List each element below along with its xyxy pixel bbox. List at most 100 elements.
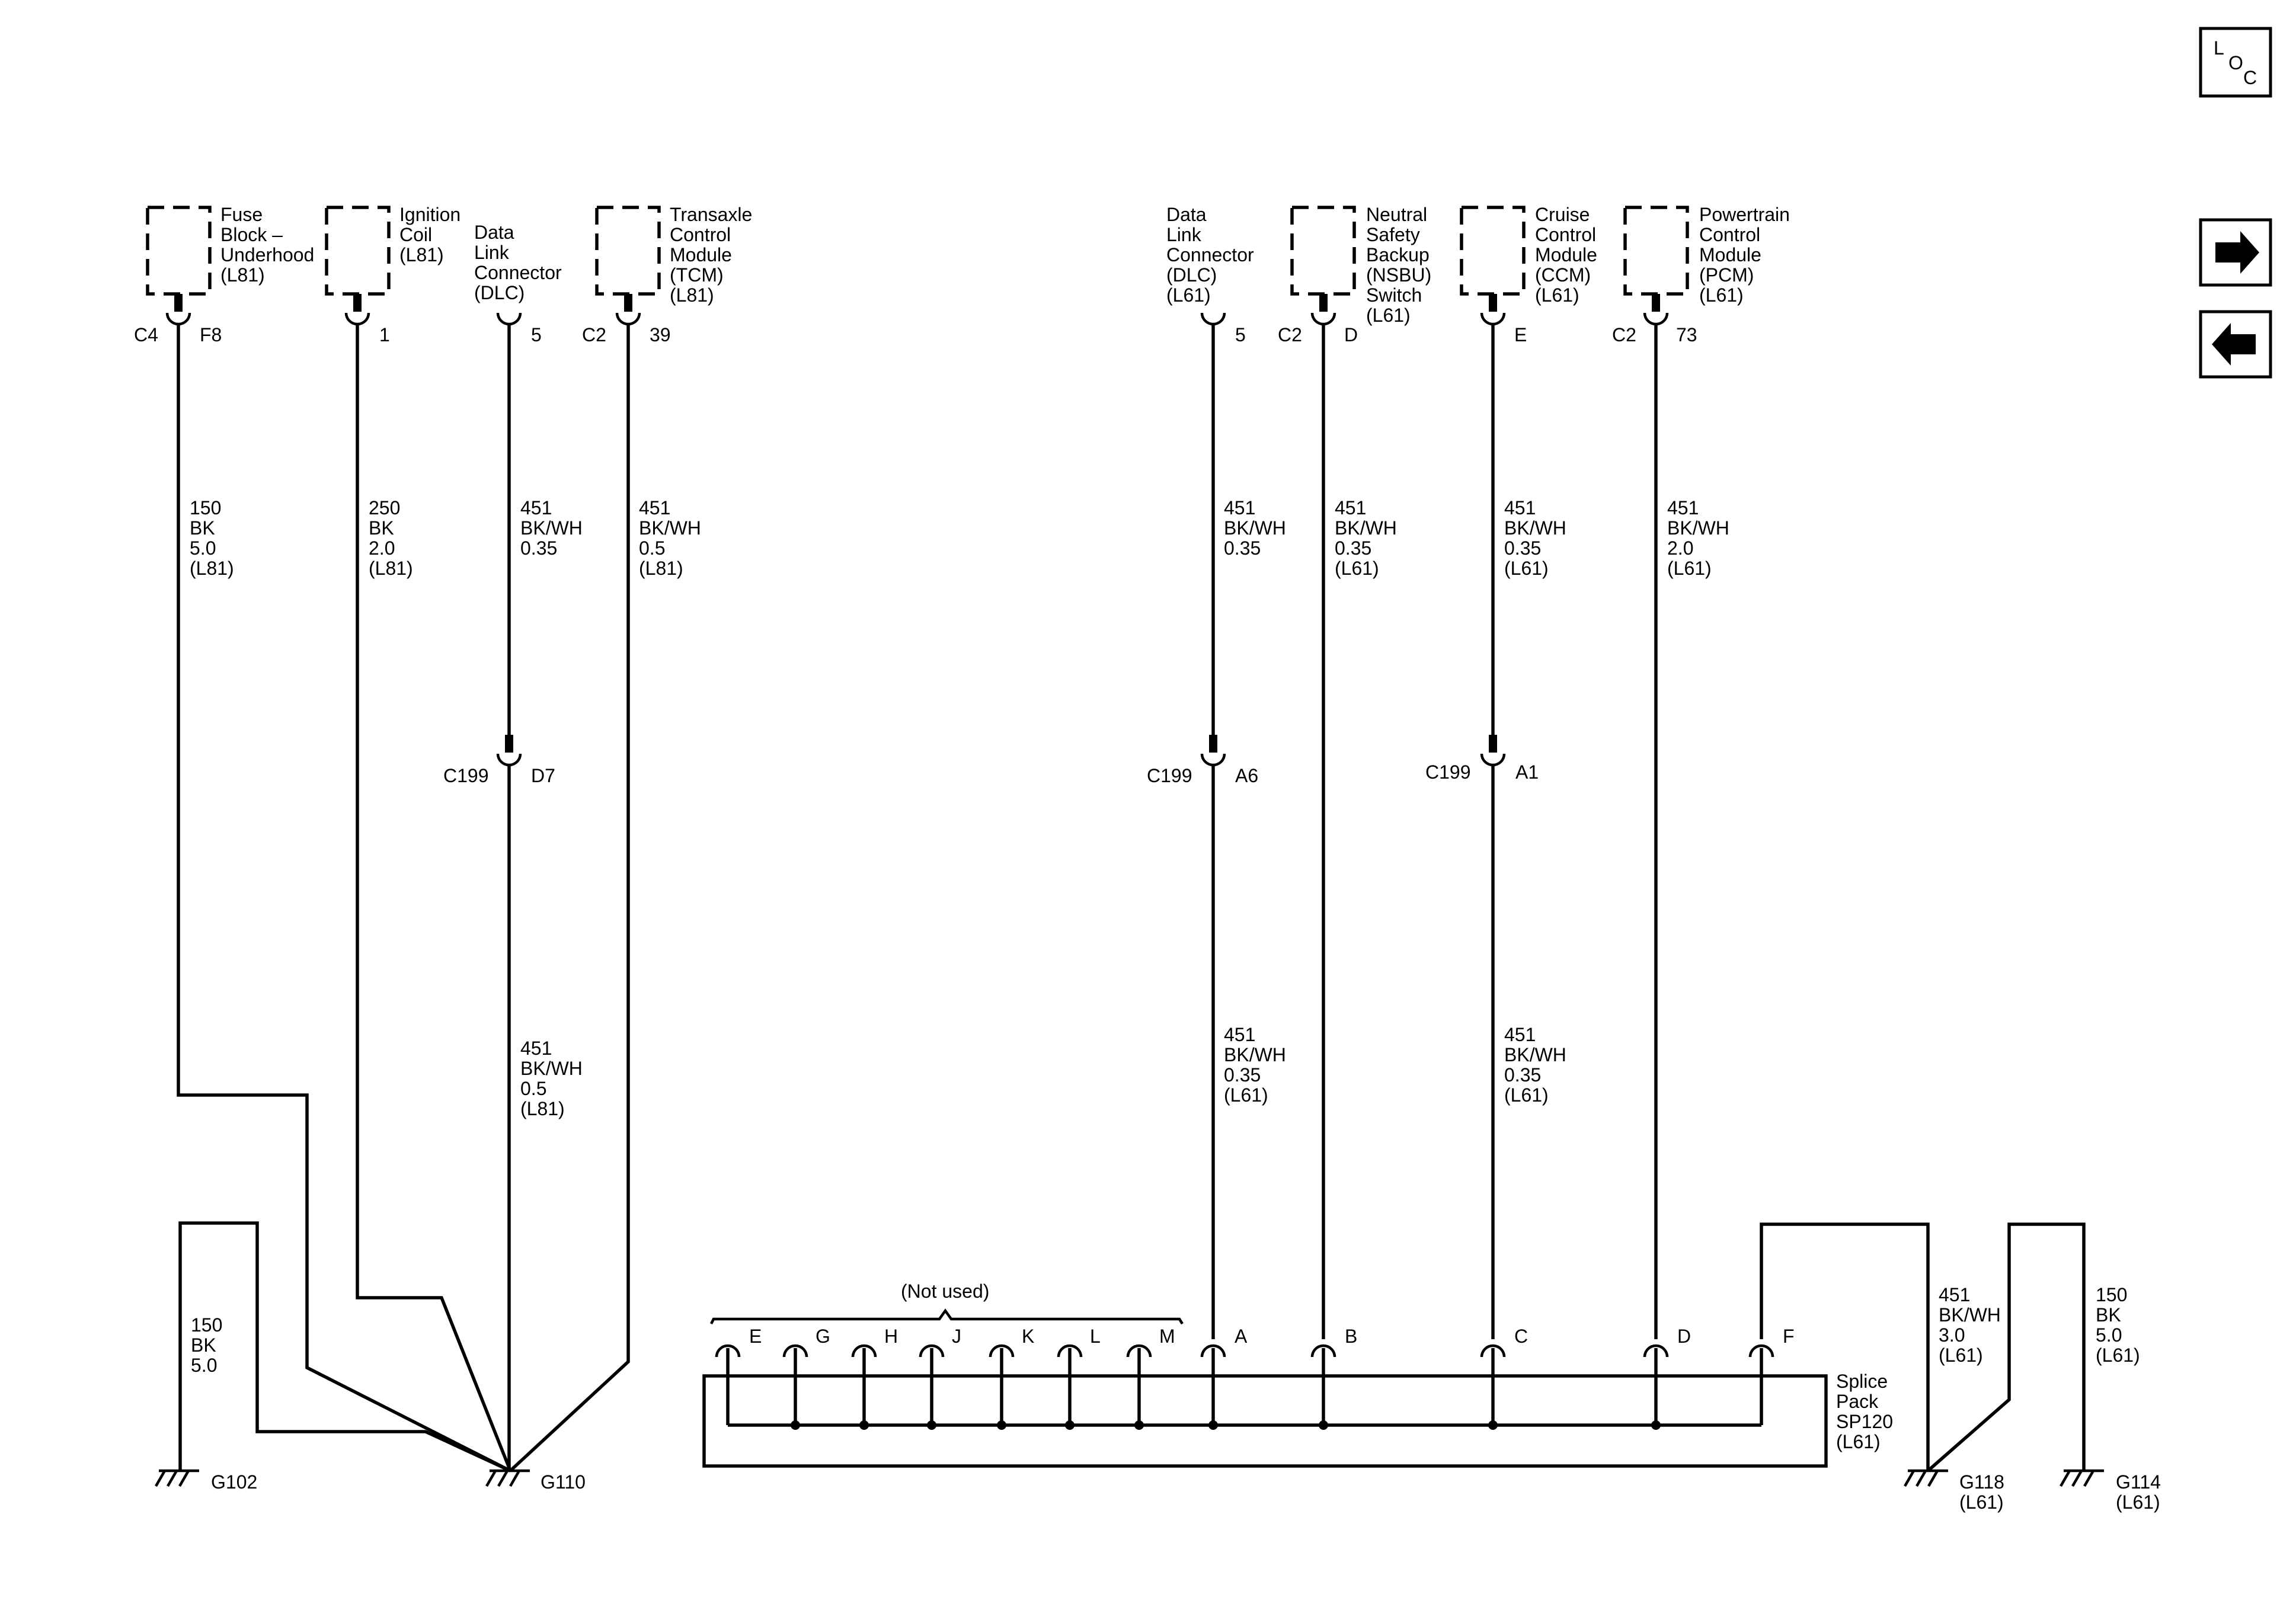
svg-text:Splice: Splice xyxy=(1836,1371,1888,1392)
wire-ignition-coil xyxy=(356,324,512,1472)
wire-fuse-block xyxy=(177,324,511,1473)
wire-label-ccm-top: 451 BK/WH 0.35 (L61) xyxy=(1504,497,1566,579)
ground-g102 xyxy=(155,1469,199,1487)
svg-text:(PCM): (PCM) xyxy=(1699,264,1754,286)
ignition-coil-box xyxy=(325,206,391,296)
wire-label-tcm: 451 BK/WH 0.5 (L81) xyxy=(639,497,701,579)
svg-text:Safety: Safety xyxy=(1366,224,1420,245)
svg-text:G114: G114 xyxy=(2116,1471,2161,1493)
svg-text:BK: BK xyxy=(369,517,394,539)
label-tcm: Transaxle Control Module (TCM) (L81) xyxy=(670,204,752,306)
svg-text:0.5: 0.5 xyxy=(520,1078,546,1099)
svg-text:(TCM): (TCM) xyxy=(670,264,724,286)
svg-text:Cruise: Cruise xyxy=(1535,204,1590,225)
svg-text:Pack: Pack xyxy=(1836,1391,1879,1412)
previous-page-button[interactable] xyxy=(2199,310,2272,379)
svg-text:G102: G102 xyxy=(211,1471,257,1493)
svg-text:Module: Module xyxy=(670,244,732,265)
svg-text:(L81): (L81) xyxy=(520,1098,565,1119)
svg-text:A: A xyxy=(1235,1326,1248,1347)
svg-text:(L61): (L61) xyxy=(2116,1491,2160,1513)
svg-text:Control: Control xyxy=(1699,224,1760,245)
wire-label-dlc61-top: 451 BK/WH 0.35 xyxy=(1224,497,1286,559)
svg-text:Switch: Switch xyxy=(1366,284,1422,306)
ground-symbols xyxy=(155,1469,2104,1487)
svg-text:K: K xyxy=(1022,1326,1034,1347)
svg-text:451: 451 xyxy=(1939,1284,1970,1305)
svg-text:(DLC): (DLC) xyxy=(1166,264,1217,286)
svg-text:Ignition: Ignition xyxy=(399,204,461,225)
svg-text:451: 451 xyxy=(1504,497,1536,518)
svg-text:Module: Module xyxy=(1699,244,1761,265)
svg-text:F: F xyxy=(1783,1326,1795,1347)
arrow-right-icon xyxy=(2215,231,2259,274)
wire-label-g114: 150 BK 5.0 (L61) xyxy=(2096,1284,2140,1366)
svg-text:C2: C2 xyxy=(1278,324,1302,345)
wire-label-g102: 150 BK 5.0 xyxy=(191,1314,222,1376)
svg-text:451: 451 xyxy=(520,497,552,518)
svg-text:C199: C199 xyxy=(1425,761,1471,783)
svg-text:BK/WH: BK/WH xyxy=(1224,1044,1286,1065)
svg-text:Control: Control xyxy=(1535,224,1596,245)
svg-text:5.0: 5.0 xyxy=(191,1355,217,1376)
wire-g102-loop xyxy=(178,1221,511,1473)
svg-text:451: 451 xyxy=(1667,497,1699,518)
svg-text:M: M xyxy=(1159,1326,1175,1347)
svg-text:(L61): (L61) xyxy=(1535,284,1579,306)
svg-text:5.0: 5.0 xyxy=(2096,1324,2122,1346)
svg-text:(L61): (L61) xyxy=(1335,558,1379,579)
svg-text:BK/WH: BK/WH xyxy=(1939,1304,2001,1326)
svg-text:451: 451 xyxy=(1335,497,1366,518)
svg-text:451: 451 xyxy=(520,1038,552,1059)
svg-text:150: 150 xyxy=(191,1314,222,1336)
svg-text:(L61): (L61) xyxy=(1667,558,1712,579)
svg-text:(L61): (L61) xyxy=(1959,1491,2004,1513)
loc-letter-l: L xyxy=(2214,37,2224,59)
svg-text:Powertrain: Powertrain xyxy=(1699,204,1790,225)
svg-text:B: B xyxy=(1345,1326,1357,1347)
svg-text:Connector: Connector xyxy=(474,262,562,283)
wire-label-g118: 451 BK/WH 3.0 (L61) xyxy=(1939,1284,2001,1366)
wires xyxy=(177,324,2086,1473)
splice-pin-labels: E G H J K L M A B C D F xyxy=(749,1326,1795,1347)
svg-text:451: 451 xyxy=(1224,497,1255,518)
svg-text:1: 1 xyxy=(379,324,390,345)
svg-text:0.35: 0.35 xyxy=(520,537,557,559)
svg-text:(L61): (L61) xyxy=(1939,1345,1983,1366)
label-pcm: Powertrain Control Module (PCM) (L61) xyxy=(1699,204,1790,306)
wire-splice-f-to-g118 xyxy=(1760,1222,1930,1471)
svg-text:0.35: 0.35 xyxy=(1504,537,1541,559)
svg-text:H: H xyxy=(884,1326,898,1347)
svg-text:BK: BK xyxy=(191,1334,216,1356)
svg-text:(DLC): (DLC) xyxy=(474,282,525,303)
svg-text:C: C xyxy=(1514,1326,1528,1347)
svg-text:A1: A1 xyxy=(1515,761,1539,783)
svg-text:(L61): (L61) xyxy=(1366,305,1411,326)
svg-text:451: 451 xyxy=(1504,1024,1536,1045)
svg-text:J: J xyxy=(952,1326,961,1347)
label-ccm: Cruise Control Module (CCM) (L61) xyxy=(1535,204,1597,306)
wire-label-nsbu: 451 BK/WH 0.35 (L61) xyxy=(1335,497,1397,579)
svg-text:73: 73 xyxy=(1676,324,1697,345)
wire-label-fuse: 150 BK 5.0 (L81) xyxy=(190,497,234,579)
svg-text:BK/WH: BK/WH xyxy=(1335,517,1397,539)
ground-g114 xyxy=(2060,1469,2104,1487)
svg-text:0.35: 0.35 xyxy=(1504,1064,1541,1086)
svg-text:(L81): (L81) xyxy=(639,558,683,579)
svg-text:5.0: 5.0 xyxy=(190,537,216,559)
ground-g110 xyxy=(485,1469,530,1487)
svg-text:Underhood: Underhood xyxy=(220,244,314,265)
svg-text:BK/WH: BK/WH xyxy=(639,517,701,539)
svg-text:Control: Control xyxy=(670,224,731,245)
svg-text:Coil: Coil xyxy=(399,224,432,245)
svg-text:Data: Data xyxy=(1166,204,1207,225)
svg-text:(L81): (L81) xyxy=(670,284,714,306)
label-dlc-l61: Data Link Connector (DLC) (L61) xyxy=(1166,204,1254,306)
arrow-left-icon xyxy=(2212,323,2256,366)
svg-text:(L81): (L81) xyxy=(399,244,444,265)
next-page-button[interactable] xyxy=(2199,218,2272,287)
splice-pins xyxy=(715,1344,1774,1430)
svg-text:(L81): (L81) xyxy=(190,558,234,579)
label-dlc-l81: Data Link Connector (DLC) xyxy=(474,222,562,303)
loc-button[interactable]: L O C xyxy=(2199,27,2272,98)
